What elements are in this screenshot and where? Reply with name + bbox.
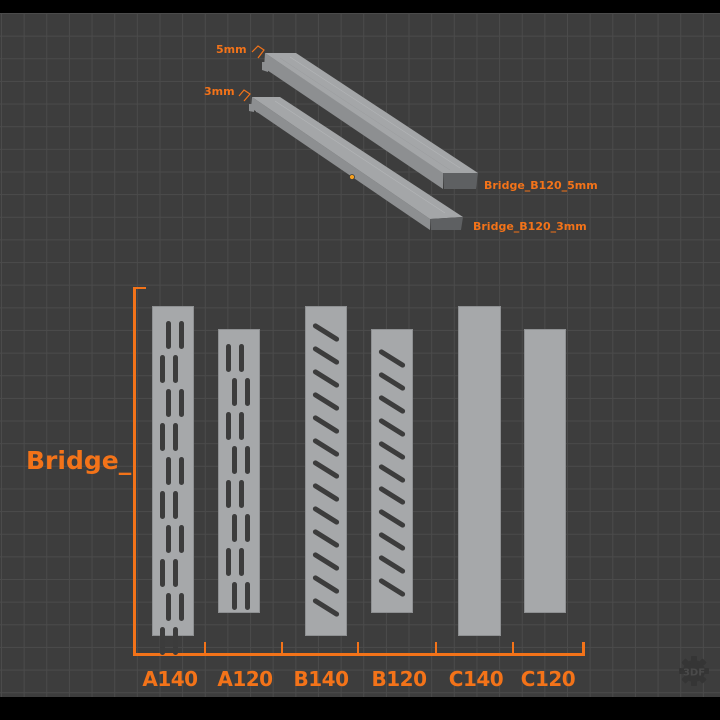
vent-slot	[173, 559, 178, 587]
vent-slot	[173, 355, 178, 383]
bridge-b120-3mm-model	[249, 97, 463, 230]
vent-slot	[166, 321, 171, 349]
vent-slot-diagonal	[377, 417, 407, 438]
plate-label-a140: A140	[142, 667, 198, 691]
plate-c140	[458, 306, 501, 636]
vent-slot-diagonal	[377, 348, 407, 369]
vent-slot-diagonal	[377, 394, 407, 415]
model-name-5mm: Bridge_B120_5mm	[484, 179, 598, 192]
bridge-b120-5mm-model	[262, 53, 478, 189]
vent-slot-diagonal	[311, 345, 341, 366]
vent-slot	[173, 627, 178, 655]
axis-vertical	[133, 287, 136, 656]
axis-horizontal	[133, 653, 585, 656]
vent-slot	[226, 344, 231, 372]
plate-label-c120: C120	[520, 667, 576, 691]
vent-slot-diagonal	[311, 414, 341, 435]
logo-text: 3DF	[683, 668, 705, 679]
axis-tick	[512, 642, 514, 654]
plate-label-c140: C140	[448, 667, 504, 691]
vent-slot-diagonal	[311, 505, 341, 526]
vent-slot	[226, 412, 231, 440]
diagram-title: Bridge_	[26, 446, 132, 475]
vent-slot	[232, 378, 237, 406]
vent-slot	[226, 480, 231, 508]
gear-icon: 3DF	[679, 656, 709, 686]
vent-slot	[239, 412, 244, 440]
bottom-letterbox	[0, 697, 720, 720]
vent-slot-diagonal	[311, 482, 341, 503]
vent-slot	[166, 389, 171, 417]
thickness-bracket-5mm	[251, 45, 265, 59]
vent-slot-diagonal	[377, 371, 407, 392]
vent-slot-diagonal	[311, 574, 341, 595]
vent-slot	[239, 548, 244, 576]
plate-label-b140: B140	[293, 667, 350, 691]
vent-slot	[245, 514, 250, 542]
vent-slot-diagonal	[377, 577, 407, 598]
vent-slot	[245, 378, 250, 406]
vent-slot-diagonal	[377, 554, 407, 575]
vent-slot-diagonal	[377, 440, 407, 461]
vent-slot	[179, 525, 184, 553]
vent-slot-diagonal	[311, 528, 341, 549]
vent-slot-diagonal	[377, 508, 407, 529]
vent-slot-diagonal	[311, 368, 341, 389]
vent-slot	[166, 457, 171, 485]
vent-slot	[179, 389, 184, 417]
vent-slot	[232, 446, 237, 474]
vent-slot	[239, 344, 244, 372]
vent-slot-diagonal	[311, 597, 341, 618]
plate-a120	[218, 329, 260, 613]
vent-slot	[226, 548, 231, 576]
vent-slot	[160, 627, 165, 655]
vent-slot	[173, 491, 178, 519]
axis-tick	[435, 642, 437, 654]
origin-point-icon	[349, 174, 355, 180]
plate-label-b120: B120	[371, 667, 428, 691]
plate-b140	[305, 306, 347, 636]
plate-label-a120: A120	[217, 667, 273, 691]
vent-slot-diagonal	[311, 391, 341, 412]
vent-slot-diagonal	[311, 551, 341, 572]
model-name-3mm: Bridge_B120_3mm	[473, 220, 587, 233]
vent-slot	[232, 514, 237, 542]
vent-slot-diagonal	[311, 322, 341, 343]
vent-slot	[179, 457, 184, 485]
vent-slot-diagonal	[311, 459, 341, 480]
vent-slot	[160, 559, 165, 587]
vent-slot	[166, 593, 171, 621]
vent-slot-diagonal	[377, 462, 407, 484]
vent-slot	[166, 525, 171, 553]
vent-slot-diagonal	[377, 531, 407, 552]
thickness-bracket-3mm	[238, 89, 251, 102]
vent-slot	[239, 480, 244, 508]
axis-tick	[357, 642, 359, 654]
thickness-label-5mm: 5mm	[216, 43, 247, 56]
vent-slot	[160, 355, 165, 383]
plate-c120	[524, 329, 566, 613]
vent-slot	[245, 582, 250, 610]
plate-b120	[371, 329, 413, 613]
axis-tick	[281, 642, 283, 654]
vent-slot	[160, 423, 165, 451]
vent-slot-diagonal	[377, 485, 407, 506]
viewport-grid	[0, 13, 720, 697]
vent-slot-diagonal	[311, 436, 341, 458]
vent-slot	[232, 582, 237, 610]
top-letterbox	[0, 0, 720, 13]
vent-slot	[179, 593, 184, 621]
axis-top-cap	[133, 287, 146, 289]
vent-slot	[160, 491, 165, 519]
vent-slot	[245, 446, 250, 474]
axis-end-tick	[582, 642, 585, 656]
vent-slot	[173, 423, 178, 451]
plate-a140	[152, 306, 194, 655]
vent-slot	[179, 321, 184, 349]
thickness-label-3mm: 3mm	[204, 85, 235, 98]
axis-tick	[204, 642, 206, 654]
